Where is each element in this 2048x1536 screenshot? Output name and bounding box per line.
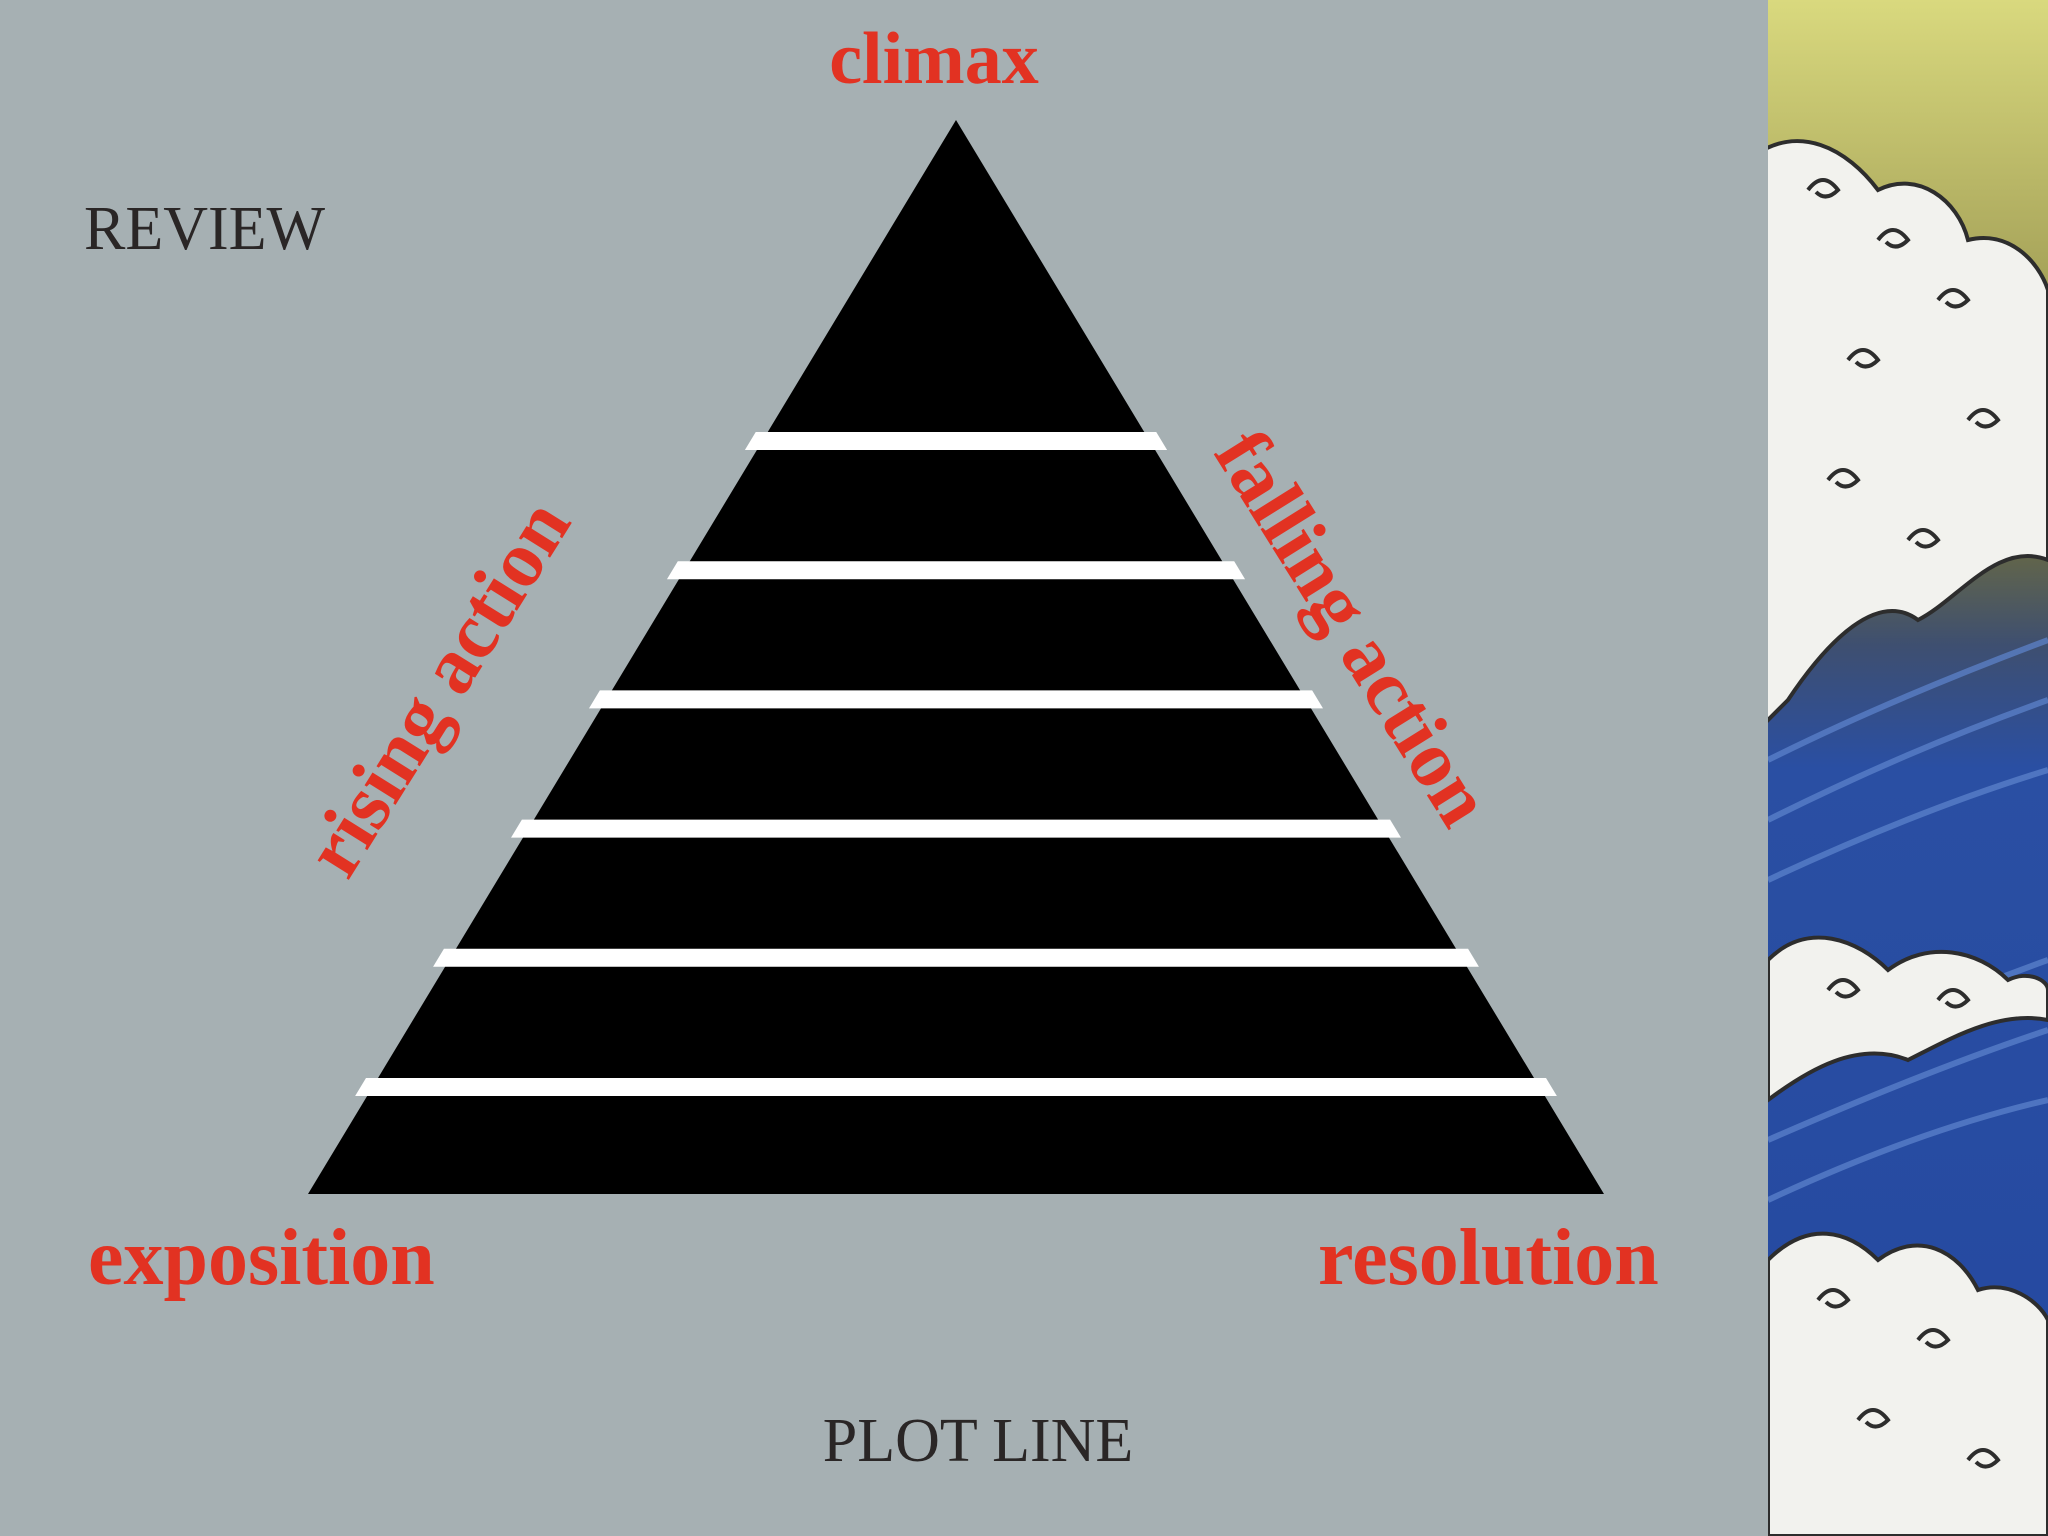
- great-wave-artwork: [1768, 0, 2048, 1536]
- band-separator: [744, 432, 1168, 450]
- climax-label: climax: [829, 18, 1039, 100]
- band-separator: [355, 1078, 1557, 1096]
- band-separator: [666, 561, 1246, 580]
- pyramid-triangle: [308, 120, 1604, 1194]
- band-separator: [588, 690, 1324, 709]
- exposition-label: exposition: [88, 1214, 435, 1302]
- slide-footer: PLOT LINE: [822, 1407, 1134, 1475]
- band-separator: [433, 948, 1479, 967]
- band-separator: [511, 819, 1401, 838]
- resolution-label: resolution: [1318, 1214, 1659, 1302]
- band-separators: [355, 432, 1557, 1096]
- slide-heading: REVIEW: [84, 195, 326, 263]
